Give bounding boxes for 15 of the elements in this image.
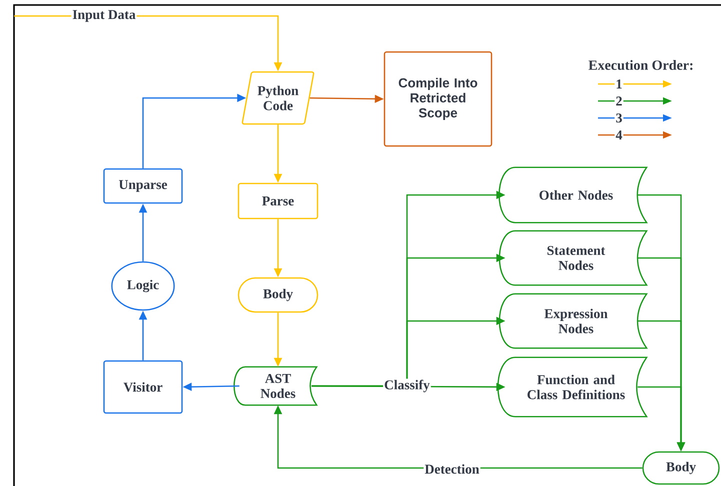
process-box: Compile Into Retricted Scope: [384, 51, 492, 147]
legend-number: 4: [614, 130, 624, 140]
edge-label: Classify: [383, 378, 431, 394]
legend-number: 3: [614, 112, 624, 124]
process-box: Visitor: [103, 360, 183, 414]
legend-title: Execution Order:: [588, 60, 692, 70]
terminal-box: Body: [642, 451, 720, 485]
process-box: Unparse: [103, 168, 183, 204]
process-box: Parse: [238, 182, 318, 220]
data-parallelogram: Python Code: [242, 71, 314, 125]
terminal-box: Body: [238, 277, 318, 313]
edge-label: Detection: [424, 463, 480, 475]
legend-number: 2: [614, 96, 624, 106]
legend-number: 1: [614, 78, 624, 90]
edge-label: Input Data: [71, 9, 137, 23]
